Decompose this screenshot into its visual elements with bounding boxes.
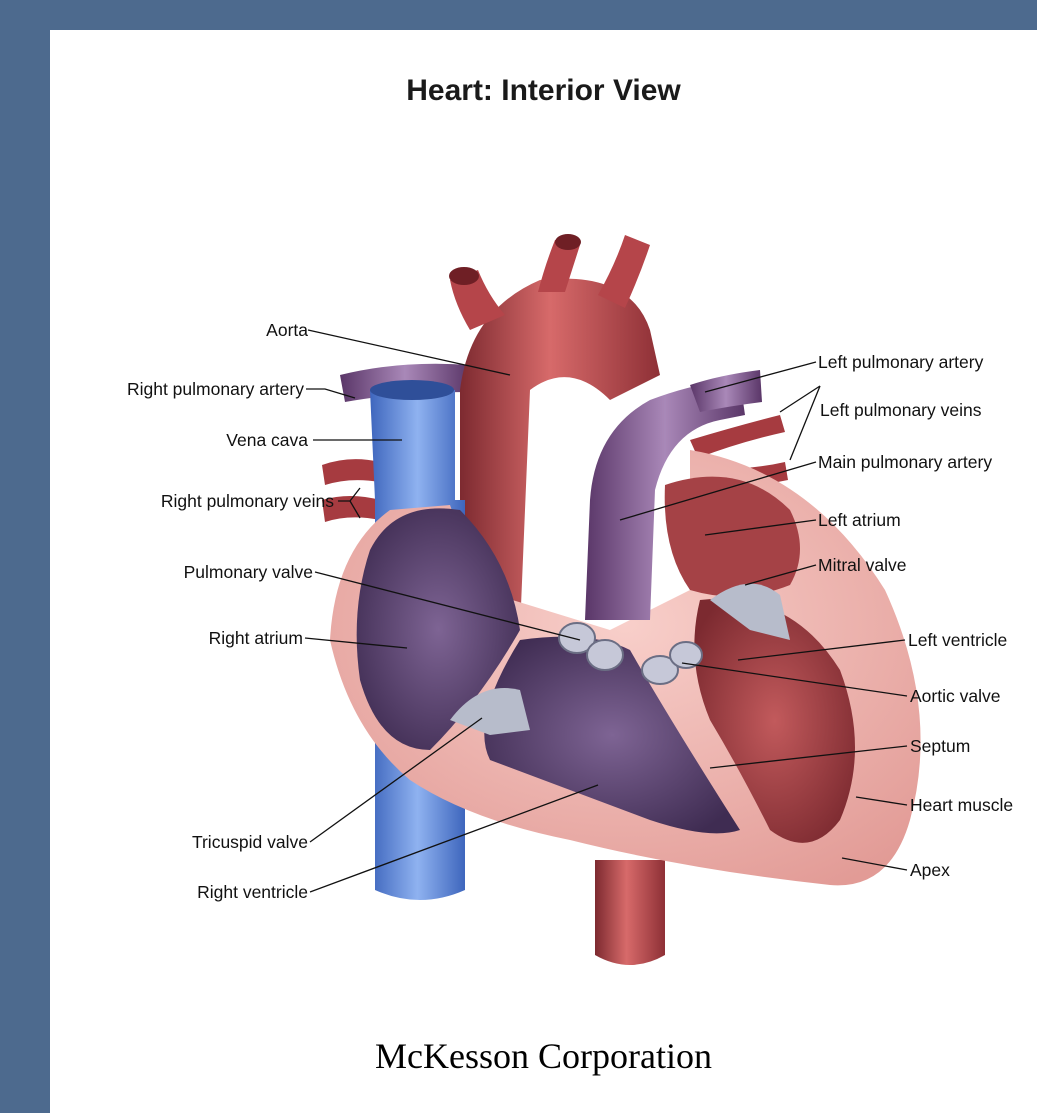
label-vena-cava: Vena cava (226, 430, 308, 450)
right-pulmonary-vein-upper (322, 459, 380, 485)
slide-card: Heart: Interior View (50, 30, 1037, 1113)
label-left-pulmonary-artery: Left pulmonary artery (818, 352, 984, 372)
image-credit: McKesson Corporation (50, 1035, 1037, 1077)
label-right-pulmonary-veins: Right pulmonary veins (161, 491, 334, 511)
left-pulmonary-artery (690, 370, 762, 412)
label-left-atrium: Left atrium (818, 510, 901, 530)
vena-cava-opening (370, 380, 454, 400)
frame-top-border (0, 0, 1037, 30)
aortic-branch-3 (598, 235, 650, 308)
label-tricuspid-valve: Tricuspid valve (192, 832, 308, 852)
label-heart-muscle: Heart muscle (910, 795, 1013, 815)
label-right-atrium: Right atrium (209, 628, 303, 648)
label-septum: Septum (910, 736, 970, 756)
label-right-ventricle: Right ventricle (197, 882, 308, 902)
descending-aorta (595, 860, 665, 965)
label-left-pulmonary-veins: Left pulmonary veins (820, 400, 982, 420)
heart-diagram: Aorta Right pulmonary artery Vena cava R… (50, 30, 1037, 1113)
label-apex: Apex (910, 860, 950, 880)
aortic-branch-1-opening (449, 267, 479, 285)
label-main-pulmonary-artery: Main pulmonary artery (818, 452, 992, 472)
frame-left-border (0, 0, 50, 1113)
label-pulmonary-valve: Pulmonary valve (184, 562, 313, 582)
aortic-branch-2-opening (555, 234, 581, 250)
label-left-ventricle: Left ventricle (908, 630, 1007, 650)
label-aorta: Aorta (266, 320, 308, 340)
label-mitral-valve: Mitral valve (818, 555, 907, 575)
label-right-pulmonary-artery: Right pulmonary artery (127, 379, 304, 399)
label-aortic-valve: Aortic valve (910, 686, 1000, 706)
